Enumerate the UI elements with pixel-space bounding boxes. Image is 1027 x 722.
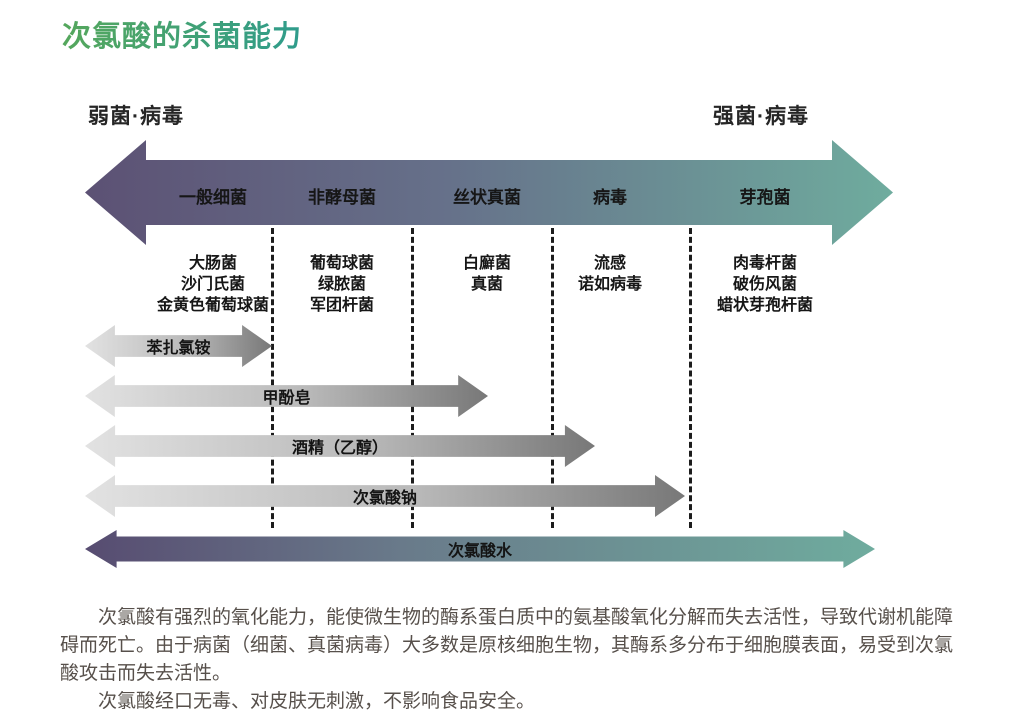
disinfectant-arrow-alcohol-ethanol: 酒精（乙醇） xyxy=(85,425,595,467)
category-examples-virus: 流感 诺如病毒 xyxy=(578,253,642,295)
disinfectant-label: 苯扎氯铵 xyxy=(146,340,211,357)
disinfectant-arrow-benzalkonium-chloride: 苯扎氯铵 xyxy=(85,325,272,367)
description-paragraph-2: 次氯酸经口无毒、对皮肤无刺激，不影响食品安全。 xyxy=(98,691,536,712)
example-item: 流感 xyxy=(593,255,627,272)
category-examples-general-bacteria: 大肠菌 沙门氏菌 金黄色葡萄球菌 xyxy=(157,253,269,316)
example-item: 绿脓菌 xyxy=(317,276,367,293)
category-label-general-bacteria: 一般细菌 xyxy=(179,188,247,207)
category-label-non-yeast: 非酵母菌 xyxy=(308,188,376,207)
disinfectant-label: 次氯酸钠 xyxy=(352,490,417,507)
example-item: 真菌 xyxy=(470,276,504,293)
example-item: 沙门氏菌 xyxy=(180,276,246,293)
example-item: 蜡状芽孢杆菌 xyxy=(716,297,814,314)
disinfectant-label: 甲酚皂 xyxy=(262,390,311,407)
category-label-filamentous-fungi: 丝状真菌 xyxy=(453,188,521,207)
description-paragraph-1: 次氯酸有强烈的氧化能力，能使微生物的酶系蛋白质中的氨基酸氧化分解而失去活性，导致… xyxy=(60,607,954,684)
example-item: 破伤风菌 xyxy=(732,276,798,293)
example-item: 诺如病毒 xyxy=(577,276,643,293)
example-item: 肉毒杆菌 xyxy=(732,255,798,272)
category-divider-3 xyxy=(551,228,554,528)
example-item: 白廯菌 xyxy=(462,255,512,272)
scale-label-strong: 强菌·病毒 xyxy=(713,105,809,128)
disinfectant-arrow-cresol-soap: 甲酚皂 xyxy=(85,375,488,417)
category-divider-1 xyxy=(271,228,274,528)
disinfectant-label: 次氯酸水 xyxy=(447,543,512,560)
disinfectant-arrow-hypochlorous-acid-water: 次氯酸水 xyxy=(85,530,875,568)
example-item: 葡萄球菌 xyxy=(309,255,375,272)
category-examples-filamentous-fungi: 白廯菌 真菌 xyxy=(463,253,511,295)
category-examples-spore-bacteria: 肉毒杆菌 破伤风菌 蜡状芽孢杆菌 xyxy=(717,253,813,316)
scale-label-weak: 弱菌·病毒 xyxy=(88,105,184,128)
category-examples-non-yeast: 葡萄球菌 绿脓菌 军团杆菌 xyxy=(310,253,374,316)
category-divider-2 xyxy=(411,228,414,528)
example-item: 大肠菌 xyxy=(188,255,238,272)
example-item: 军团杆菌 xyxy=(309,297,375,314)
description-text: 次氯酸有强烈的氧化能力，能使微生物的酶系蛋白质中的氨基酸氧化分解而失去活性，导致… xyxy=(60,604,965,716)
disinfectant-label: 酒精（乙醇） xyxy=(291,440,388,457)
category-label-spore-bacteria: 芽孢菌 xyxy=(739,188,791,207)
example-item: 金黄色葡萄球菌 xyxy=(156,297,270,314)
category-divider-4 xyxy=(689,228,692,528)
page-title: 次氯酸的杀菌能力 xyxy=(62,13,302,55)
category-label-virus: 病毒 xyxy=(593,188,627,207)
disinfectant-arrow-sodium-hypochlorite: 次氯酸钠 xyxy=(85,475,685,517)
